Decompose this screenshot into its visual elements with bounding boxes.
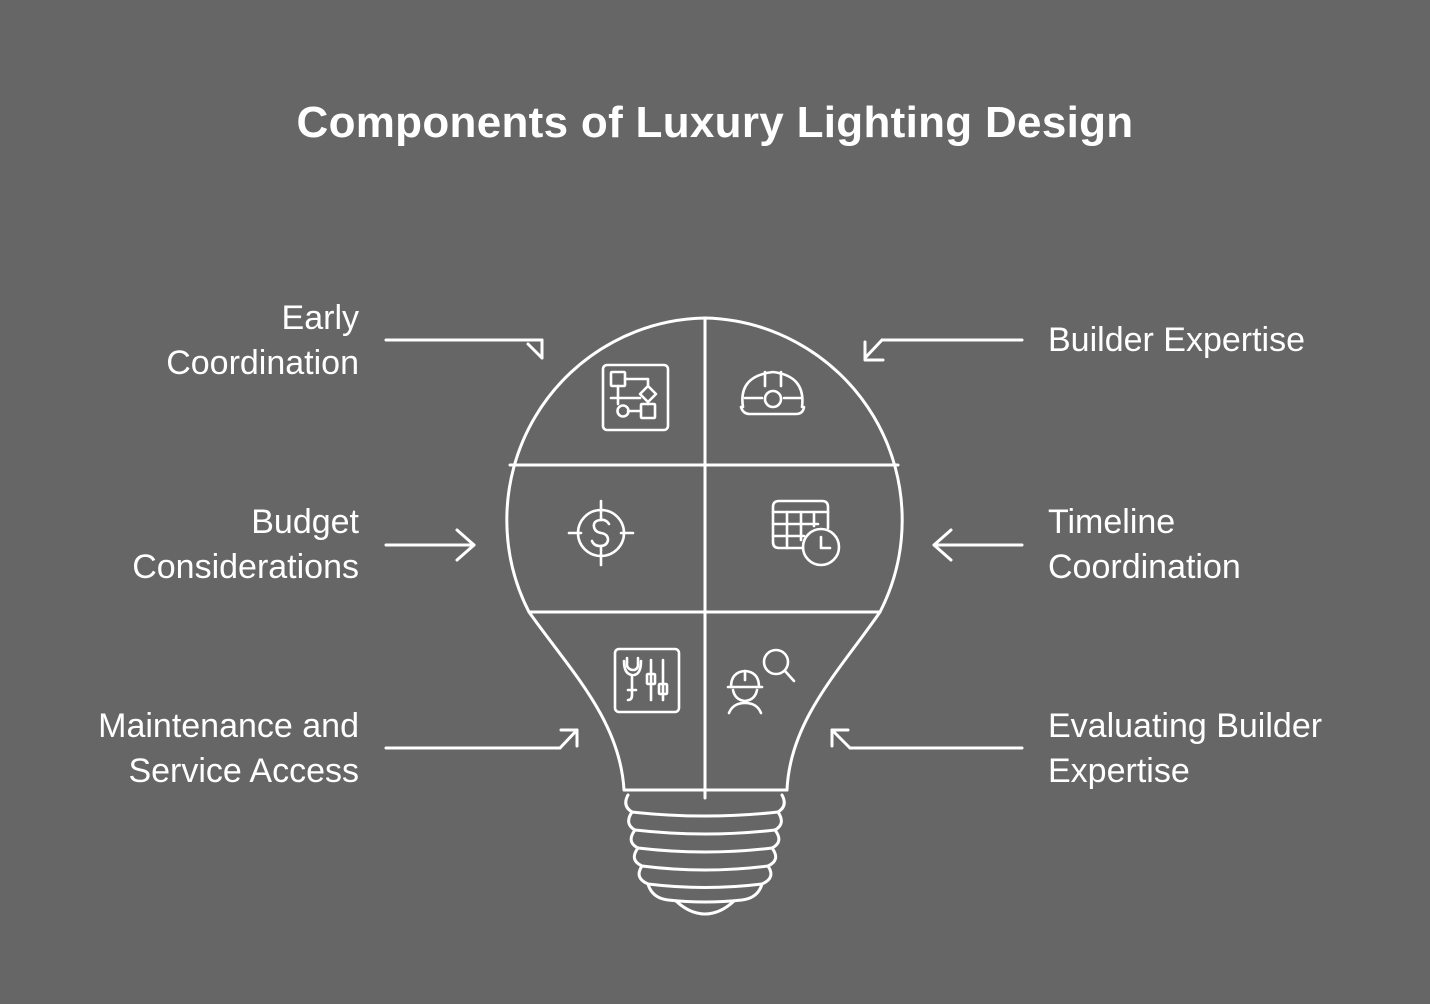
diagram-title: Components of Luxury Lighting Design	[296, 98, 1134, 147]
label-budget-considerations: Budget Considerations	[132, 503, 359, 586]
label-builder-expertise: Builder Expertise	[1048, 321, 1306, 359]
label-maintenance-service-access: Maintenance and Service Access	[98, 707, 359, 790]
arrow-timeline-coordination	[932, 528, 1024, 562]
arrow-evaluating-builder-expertise	[830, 728, 1024, 750]
dollar-target-icon	[567, 499, 635, 567]
arrow-budget-considerations	[384, 528, 476, 562]
tools-panel-icon	[613, 647, 681, 714]
worker-search-icon	[726, 648, 796, 715]
hard-hat-icon	[739, 370, 806, 416]
label-evaluating-builder-expertise: Evaluating Builder Expertise	[1048, 707, 1323, 790]
arrow-early-coordination	[384, 338, 544, 360]
bulb-base	[624, 793, 786, 916]
arrow-maintenance-service-access	[384, 728, 579, 750]
calendar-clock-icon	[771, 499, 841, 567]
label-timeline-coordination: Timeline Coordination	[1048, 503, 1241, 586]
label-early-coordination: Early Coordination	[166, 299, 359, 382]
flowchart-icon	[601, 363, 670, 432]
arrow-builder-expertise	[863, 338, 1024, 362]
